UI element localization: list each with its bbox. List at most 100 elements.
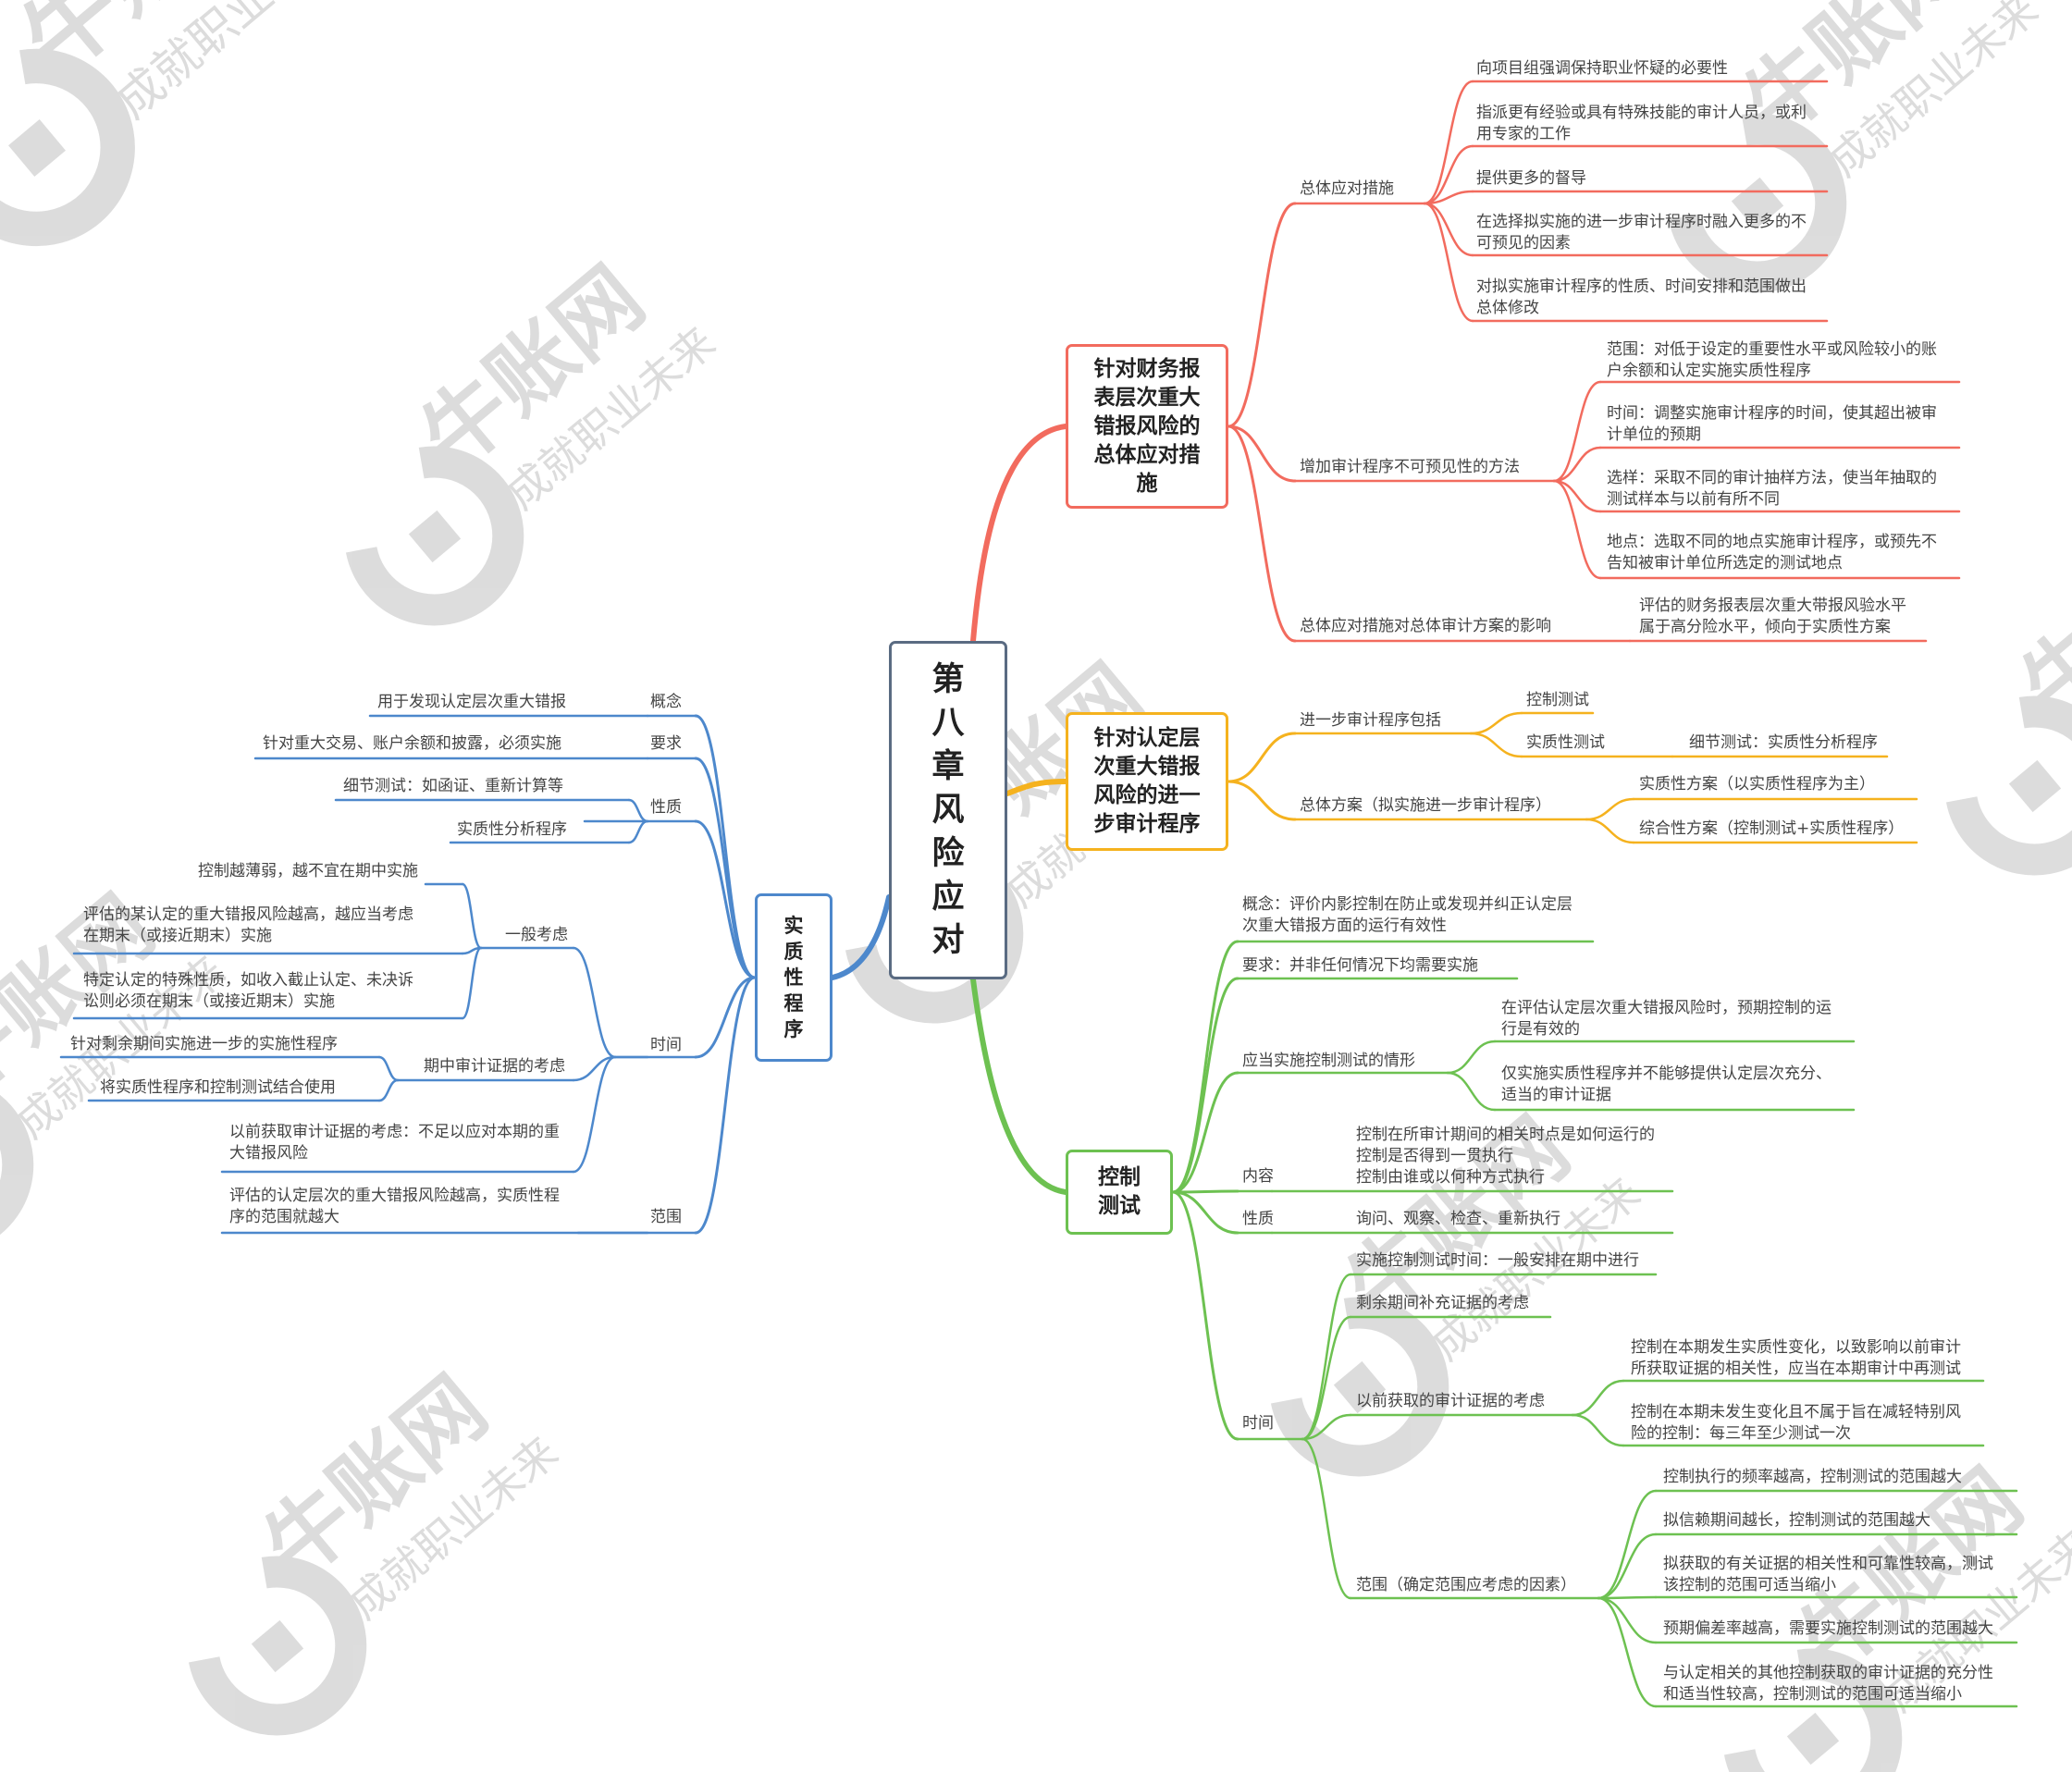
b3-nature-label[interactable]: 性质 — [1242, 1210, 1274, 1228]
b3-link — [1171, 940, 1240, 1194]
b3-case-link — [1446, 1040, 1497, 1075]
b1-n1-item-0[interactable]: 向项目组强调保持职业怀疑的必要性 — [1476, 59, 1728, 78]
b4-concept-text[interactable]: 用于发现认定层次重大错报 — [377, 693, 566, 711]
b2-n2-b[interactable]: 综合性方案（控制测试+实质性程序） — [1639, 819, 1905, 838]
b3-case-label[interactable]: 应当实施控制测试的情形 — [1242, 1052, 1415, 1070]
b2-n1-b-child[interactable]: 细节测试：实质性分析程序 — [1689, 733, 1878, 752]
b1-n1-link — [1423, 202, 1474, 323]
b3-content-text[interactable]: 控制在所审计期间的相关时点是如何运行的 控制是否得到一贯执行 控制由谁或以何种方… — [1356, 1126, 1655, 1187]
b1-n1-item-2[interactable]: 提供更多的督导 — [1476, 169, 1586, 188]
b2-n2-link — [1585, 797, 1635, 821]
b3-time-b[interactable]: 剩余期间补充证据的考虑 — [1356, 1294, 1529, 1312]
b3-scope-link — [1597, 1532, 1658, 1600]
b3-link — [1171, 1071, 1240, 1194]
b3-link — [1171, 1190, 1240, 1441]
b3-scope-item-3[interactable]: 预期偏差率越高，需要实施控制测试的范围越大 — [1663, 1619, 1993, 1638]
b4-time-interim-b[interactable]: 将实质性程序和控制测试结合使用 — [100, 1078, 336, 1097]
b3-scope-item-0[interactable]: 控制执行的频率越高，控制测试的范围越大 — [1663, 1468, 1962, 1486]
b2-n2-a[interactable]: 实质性方案（以实质性程序为主） — [1639, 775, 1875, 794]
b4-time-link — [572, 946, 617, 1059]
b3-scope-link — [1597, 1489, 1658, 1600]
branch-b1[interactable]: 针对财务报 表层次重大 错报风险的 总体应对措 施 — [1066, 344, 1228, 509]
b3-time-a[interactable]: 实施控制测试时间：一般安排在期中进行 — [1356, 1251, 1639, 1270]
b1-n2-link — [1552, 479, 1602, 580]
b3-time-c1[interactable]: 控制在本期发生实质性变化，以致影响以前审计 所获取证据的相关性，应当在本期审计中… — [1631, 1338, 1961, 1378]
b4-req-label[interactable]: 要求 — [650, 734, 682, 753]
b4-link — [694, 714, 757, 979]
b1-n1-link — [1423, 190, 1474, 205]
b4-general-link — [461, 946, 483, 1020]
b1-n1-item-1[interactable]: 指派更有经验或具有特殊技能的审计人员，或利 用专家的工作 — [1476, 104, 1807, 143]
b3-time-c[interactable]: 以前获取的审计证据的考虑 — [1356, 1392, 1545, 1410]
b2-n1-b[interactable]: 实质性测试 — [1526, 733, 1605, 752]
branch-b3[interactable]: 控制 测试 — [1066, 1150, 1173, 1235]
b1-n3-item[interactable]: 评估的财务报表层次重大带报风验水平 属于高分险水平，倾向于实质性方案 — [1639, 597, 1906, 636]
branch-b4[interactable]: 实 质 性 程 序 — [755, 893, 832, 1062]
b4-time-prior[interactable]: 以前获取审计证据的考虑：不足以应对本期的重 大错报风险 — [229, 1123, 560, 1163]
b3-case-b[interactable]: 仅实施实质性程序并不能够提供认定层次充分、 适当的审计证据 — [1501, 1064, 1832, 1104]
b3-case-a[interactable]: 在评估认定层次重大错报风险时，预期控制的运 行是有效的 — [1501, 999, 1832, 1039]
b4-time-label[interactable]: 时间 — [650, 1036, 682, 1054]
b3-link — [1171, 977, 1240, 1194]
b1-n1-label[interactable]: 总体应对措施 — [1300, 179, 1394, 198]
b1-n1-link — [1423, 144, 1474, 205]
b3-time-link — [1301, 1273, 1352, 1441]
b3-req[interactable]: 要求：并非任何情况下均需要实施 — [1242, 956, 1478, 975]
b1-n2-item-3[interactable]: 地点：选取不同的地点实施审计程序，或预先不 告知被审计单位所选定的测试地点 — [1607, 533, 1937, 572]
b1-n2-item-1[interactable]: 时间：调整实施审计程序的时间，使其超出被审 计单位的预期 — [1607, 404, 1937, 444]
b4-nature-link — [627, 819, 649, 844]
b2-n1-a[interactable]: 控制测试 — [1526, 691, 1589, 709]
b3-time-label[interactable]: 时间 — [1242, 1414, 1274, 1433]
b4-link — [694, 976, 757, 1059]
b3-scope-link — [1597, 1596, 1658, 1644]
b2-n1-label[interactable]: 进一步审计程序包括 — [1300, 711, 1441, 730]
b1-n2-link — [1552, 380, 1602, 483]
b1-n2-item-0[interactable]: 范围：对低于设定的重要性水平或风险较小的账 户余额和认定实施实质性程序 — [1607, 340, 1937, 380]
b4-time-general-0[interactable]: 控制越薄弱，越不宜在期中实施 — [198, 862, 418, 880]
b3-link — [1171, 1190, 1240, 1235]
b1-link — [1227, 425, 1297, 643]
b1-n2-label[interactable]: 增加审计程序不可预见性的方法 — [1300, 458, 1520, 476]
b4-link — [694, 976, 757, 1235]
b4-time-general-2[interactable]: 特定认定的特殊性质，如收入截止认定、未决诉 讼则必须在期末（或接近期末）实施 — [83, 971, 413, 1011]
b3-link — [1171, 1189, 1240, 1194]
b2-link — [1227, 780, 1297, 821]
main-link-b3 — [970, 977, 1068, 1195]
b1-n3-label[interactable]: 总体应对措施对总体审计方案的影响 — [1300, 617, 1551, 635]
b2-n2-label[interactable]: 总体方案（拟实施进一步审计程序） — [1300, 796, 1551, 815]
b3-scope-label[interactable]: 范围（确定范围应考虑的因素） — [1356, 1576, 1576, 1594]
b4-time-general-1[interactable]: 评估的某认定的重大错报风险越高，越应当考虑 在期末（或接近期末）实施 — [83, 905, 413, 945]
b4-link — [694, 757, 757, 979]
b4-time-interim-label[interactable]: 期中审计证据的考虑 — [424, 1057, 565, 1076]
b3-concept[interactable]: 概念：评价内影控制在防止或发现并纠正认定层 次重大错报方面的运行有效性 — [1242, 895, 1572, 935]
b3-nature-text[interactable]: 询问、观察、检查、重新执行 — [1356, 1210, 1560, 1228]
b4-time-link — [572, 1055, 617, 1174]
b3-scope-item-1[interactable]: 拟信赖期间越长，控制测试的范围越大 — [1663, 1511, 1930, 1530]
b3-time-link — [1301, 1315, 1352, 1441]
b3-scope-item-2[interactable]: 拟获取的有关证据的相关性和可靠性较高，测试 该控制的范围可适当缩小 — [1663, 1555, 1993, 1594]
b1-n2-item-2[interactable]: 选样：采取不同的审计抽样方法，使当年抽取的 测试样本与以前有所不同 — [1607, 469, 1937, 509]
branch-b2[interactable]: 针对认定层 次重大错报 风险的进一 步审计程序 — [1066, 712, 1228, 851]
b4-nature-a[interactable]: 细节测试：如函证、重新计算等 — [343, 777, 563, 795]
b4-time-interim-a[interactable]: 针对剩余期间实施进一步的实施性程序 — [70, 1035, 338, 1053]
central-topic[interactable]: 第 八 章 风 险 应 对 — [889, 641, 1007, 979]
b4-concept-label[interactable]: 概念 — [650, 693, 682, 711]
b2-n1-link — [1469, 732, 1523, 758]
b3-scope-item-4[interactable]: 与认定相关的其他控制获取的审计证据的充分性 和适当性较高，控制测试的范围可适当缩… — [1663, 1664, 1993, 1704]
b3-time-c2[interactable]: 控制在本期未发生变化且不属于旨在减轻特别风 险的控制：每三年至少测试一次 — [1631, 1403, 1961, 1443]
b4-interim-link — [377, 1078, 400, 1102]
b4-link — [694, 819, 757, 979]
b1-n1-item-4[interactable]: 对拟实施审计程序的性质、时间安排和范围做出 总体修改 — [1476, 277, 1807, 317]
b3-content-label[interactable]: 内容 — [1242, 1167, 1274, 1186]
b4-scope-label[interactable]: 范围 — [650, 1208, 682, 1226]
b3-scope-link — [1597, 1595, 1658, 1600]
main-link-b2 — [1005, 779, 1068, 796]
b4-scope-text[interactable]: 评估的认定层次的重大错报风险越高，实质性程 序的范围就越大 — [229, 1187, 560, 1226]
b4-time-general-label[interactable]: 一般考虑 — [505, 926, 568, 944]
b4-nature-label[interactable]: 性质 — [650, 798, 682, 817]
b3-time-c-link — [1571, 1379, 1625, 1417]
b1-n1-item-3[interactable]: 在选择拟实施的进一步审计程序时融入更多的不 可预见的因素 — [1476, 213, 1807, 252]
b4-nature-b[interactable]: 实质性分析程序 — [457, 820, 567, 839]
b4-interim-link — [377, 1055, 400, 1082]
b4-req-text[interactable]: 针对重大交易、账户余额和披露，必须实施 — [263, 734, 561, 753]
